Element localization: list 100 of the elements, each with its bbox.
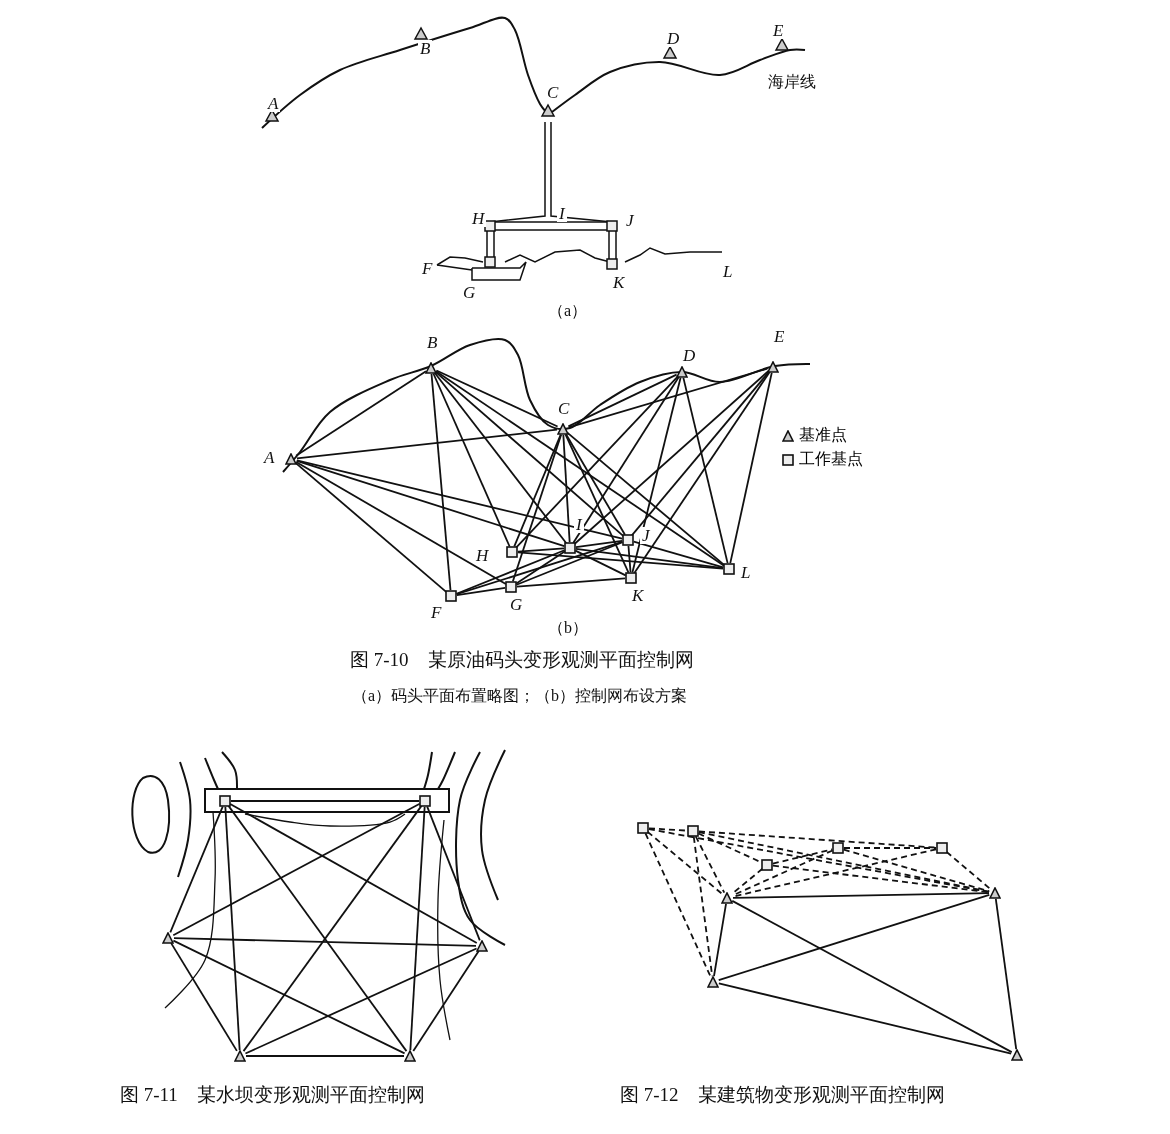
point-label: A: [266, 95, 281, 112]
sight-line: [172, 939, 406, 1055]
benchmark-triangle: [1011, 1049, 1023, 1061]
sight-line: [456, 587, 506, 596]
legend-label: 工作基点: [799, 449, 863, 470]
dashed-sight-line: [698, 830, 937, 849]
benchmark-triangle: [767, 361, 779, 373]
sight-line: [682, 376, 729, 565]
point-label: A: [262, 449, 277, 466]
point-label: G: [508, 596, 525, 613]
work-point-square: [445, 590, 457, 602]
sight-line: [433, 371, 568, 545]
work-point-square: [723, 563, 735, 575]
sight-line: [630, 370, 771, 537]
sight-line: [245, 1055, 405, 1057]
work-point-square: [687, 825, 699, 837]
benchmark-triangle: [404, 1050, 416, 1062]
dashed-sight-line: [648, 828, 990, 893]
benchmark-triangle: [476, 940, 488, 952]
point-label: J: [640, 527, 652, 544]
point-label: L: [739, 564, 753, 581]
benchmark-triangle: [989, 887, 1001, 899]
sight-line: [294, 462, 448, 593]
benchmark-triangle: [162, 932, 174, 944]
point-label: D: [681, 347, 698, 364]
sight-line: [434, 371, 625, 537]
point-label: D: [665, 30, 682, 47]
point-label: H: [474, 547, 491, 564]
sight-line: [430, 373, 452, 591]
work-point-square: [419, 795, 431, 807]
sight-line: [994, 898, 1018, 1050]
sight-line: [717, 982, 1013, 1055]
legend-label: 基准点: [799, 425, 847, 446]
sight-line: [173, 937, 477, 947]
sight-line: [564, 433, 630, 574]
sight-line: [632, 540, 725, 569]
subcaption: （a）: [548, 303, 588, 319]
sight-line: [713, 903, 727, 977]
figure-caption: 图 7-11 某水坝变形观测平面控制网: [120, 1085, 425, 1104]
work-point-square: [832, 842, 844, 854]
sight-line: [717, 893, 991, 982]
benchmark-triangle: [557, 423, 569, 435]
sight-line: [409, 806, 426, 1051]
sight-line: [575, 547, 724, 570]
sight-line: [567, 373, 678, 428]
point-label: K: [611, 274, 627, 291]
sight-line: [562, 434, 571, 543]
sight-line: [572, 376, 680, 544]
point-label: C: [545, 84, 561, 101]
sight-line: [515, 541, 624, 586]
point-label: F: [429, 604, 444, 621]
sight-line: [295, 459, 624, 540]
sight-line: [627, 545, 632, 573]
benchmark-triangle: [707, 976, 719, 988]
sight-line: [574, 549, 627, 577]
sight-line: [512, 433, 562, 583]
sight-line: [244, 947, 478, 1055]
point-label: J: [624, 212, 636, 229]
point-label: E: [771, 22, 786, 39]
point-label: B: [425, 334, 440, 351]
dashed-sight-line: [771, 848, 834, 865]
sight-line: [227, 804, 408, 1053]
work-point-square: [219, 795, 231, 807]
benchmark-triangle: [425, 362, 437, 374]
sight-line: [435, 369, 559, 428]
sight-line: [412, 950, 480, 1052]
benchmark-triangle: [676, 366, 688, 378]
dashed-sight-line: [644, 832, 712, 978]
sight-line: [426, 805, 481, 942]
dashed-sight-line: [694, 835, 726, 894]
benchmark-triangle: [234, 1050, 246, 1062]
sight-line: [729, 371, 773, 565]
sight-line: [242, 804, 423, 1053]
sight-line: [296, 428, 558, 460]
figure-caption: 图 7-12 某建筑物变形观测平面控制网: [620, 1085, 945, 1104]
sight-line: [169, 805, 224, 934]
point-label: I: [574, 516, 584, 533]
sight-line: [295, 370, 427, 457]
sight-line: [229, 803, 478, 944]
sight-line: [516, 577, 626, 588]
sight-line: [731, 899, 1013, 1054]
benchmark-triangle: [285, 453, 297, 465]
benchmark-triangle: [721, 892, 733, 904]
dashed-sight-line: [843, 847, 937, 849]
point-label: C: [556, 400, 572, 417]
sight-line: [732, 892, 990, 899]
dashed-sight-line: [945, 851, 992, 890]
sight-line: [295, 461, 507, 585]
work-point-square: [506, 546, 518, 558]
sight-line: [517, 547, 565, 553]
sight-line: [515, 375, 679, 549]
map-label: 海岸线: [768, 74, 816, 90]
dashed-sight-line: [646, 830, 724, 896]
point-label: F: [420, 260, 435, 277]
subcaption: （b）: [548, 620, 588, 636]
sight-line: [567, 367, 769, 429]
figure-caption: 图 7-10 某原油码头变形观测平面控制网: [350, 650, 694, 669]
work-point-square: [622, 534, 634, 546]
work-point-square: [637, 822, 649, 834]
sight-line: [435, 370, 725, 567]
